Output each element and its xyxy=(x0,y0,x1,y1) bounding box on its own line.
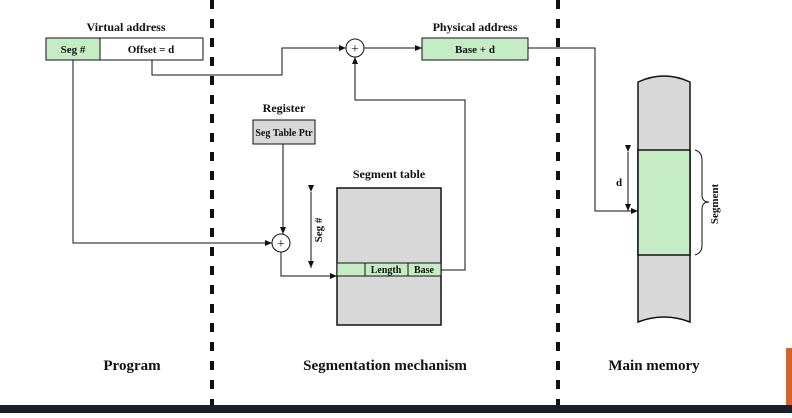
section-label-memory: Main memory xyxy=(608,358,700,374)
section-label-mechanism: Segmentation mechanism xyxy=(303,358,467,374)
arrow-offset-to-top-adder xyxy=(151,45,346,76)
seg-table-ptr-label: Seg Table Ptr xyxy=(255,128,313,139)
bottom-bar xyxy=(0,405,792,413)
arrow-base-to-top-adder xyxy=(352,57,466,271)
seg-index-label: Seg # xyxy=(313,217,325,242)
entry-base-label: Base xyxy=(414,265,435,276)
arrow-physical-to-memory xyxy=(528,47,638,214)
physical-address-field xyxy=(421,37,529,61)
seg-number-field-label: Seg # xyxy=(61,44,86,56)
top-adder-symbol: + xyxy=(351,42,359,57)
physical-address-field-label: Base + d xyxy=(455,44,495,56)
register-title: Register xyxy=(263,101,306,115)
memory-segment xyxy=(637,149,691,256)
offset-field-label: Offset = d xyxy=(128,44,175,56)
bottom-adder-symbol: + xyxy=(277,237,285,252)
seg-table-ptr-box xyxy=(252,119,316,145)
accent-bar xyxy=(786,348,792,405)
segment-table-title: Segment table xyxy=(353,167,426,181)
arrow-seg-to-bottom-adder xyxy=(72,60,272,246)
virtual-address-title: Virtual address xyxy=(86,20,165,34)
section-label-program: Program xyxy=(103,358,161,374)
segment-label: Segment xyxy=(709,184,721,225)
segment-table xyxy=(336,187,442,326)
segment-brace xyxy=(694,149,710,256)
physical-address-title: Physical address xyxy=(433,20,518,34)
memory-offset-label: d xyxy=(616,177,622,189)
entry-length-label: Length xyxy=(371,265,402,276)
arrow-bottom-adder-to-table xyxy=(280,252,337,279)
